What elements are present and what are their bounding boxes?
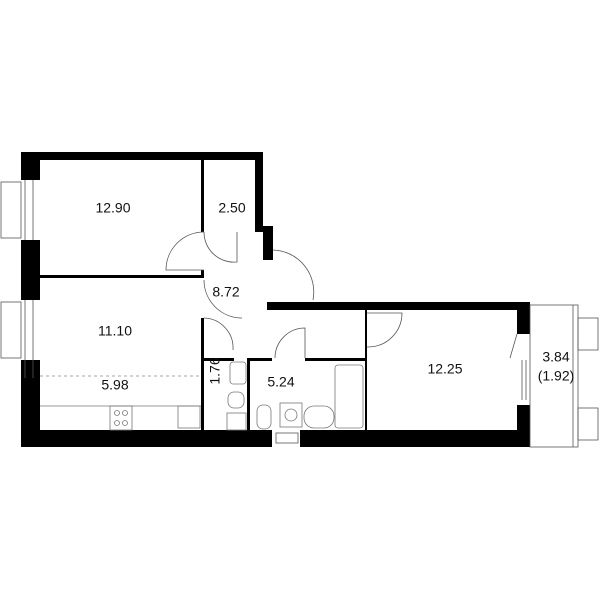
bathtub-icon [334, 364, 364, 429]
toilet-icon [227, 391, 245, 409]
washbasin-icon-2 [303, 405, 335, 429]
room-area-kitchen: 5.98 [101, 377, 128, 393]
sink-icon [177, 405, 201, 429]
room-area-bedroom-1: 12.90 [95, 200, 130, 216]
room-area-bathroom: 5.24 [267, 374, 294, 390]
washing-machine-icon [279, 402, 303, 428]
room-area-balcony: 3.84 [542, 349, 569, 365]
room-area-hallway: 8.72 [212, 284, 239, 300]
room-area-toilet: 1.76 [207, 357, 223, 384]
stove-icon [109, 405, 133, 431]
windows [0, 180, 599, 448]
room-area-living-room: 12.25 [427, 361, 462, 377]
washbasin-icon [229, 361, 247, 385]
room-area-storage: 2.50 [218, 200, 245, 216]
room-area-bedroom-2: 11.10 [98, 323, 132, 339]
room-area-balcony-reduced: (1.92) [538, 368, 575, 384]
walls [21, 152, 530, 447]
toilet-icon-2 [256, 404, 272, 430]
room-labels: 12.90 2.50 8.72 11.10 5.98 1.76 5.24 12.… [95, 200, 574, 393]
doors [165, 231, 518, 359]
fixtures [40, 361, 364, 431]
